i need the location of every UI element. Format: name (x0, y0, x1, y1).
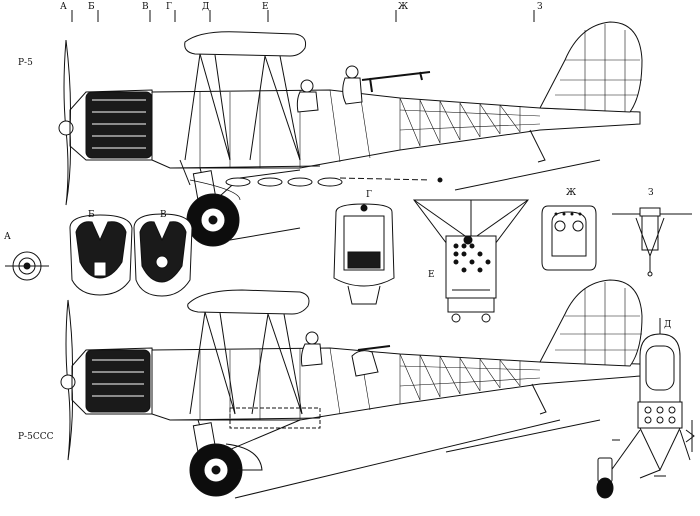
section-label-Zh: Ж (566, 188, 577, 198)
section-label-top-1: А (60, 2, 67, 12)
section-label-top-3: В (142, 2, 149, 12)
upper-wing-top (184, 31, 306, 57)
section-B-view (69, 214, 133, 296)
section-label-A: А (4, 232, 11, 242)
aircraft-r5-side-view (58, 21, 643, 247)
pilot-head (300, 79, 314, 93)
section-label-top-4: Г (166, 2, 172, 12)
section-label-B: Б (88, 210, 95, 220)
upper-wing-lower (187, 289, 310, 315)
machine-gun-upper (361, 71, 431, 93)
section-label-D: Д (664, 320, 672, 330)
section-Z-view (612, 207, 692, 277)
variant-label-r5sss: Р-5ССС (18, 432, 54, 442)
section-label-V: В (160, 210, 167, 220)
section-label-Z: З (648, 188, 654, 198)
bombs-upper (225, 177, 343, 187)
gunner-head (345, 65, 359, 79)
section-label-G: Г (366, 190, 372, 200)
tail-fin-lower (539, 279, 643, 367)
section-D-front-view (596, 318, 695, 499)
section-Zh-view (541, 205, 597, 271)
fuselage-upper (151, 89, 641, 169)
tail-fin-upper (539, 21, 643, 113)
section-label-top-8: З (537, 2, 543, 12)
section-V-view (133, 213, 193, 297)
section-G-view (333, 203, 395, 305)
section-tick-marks (71, 10, 535, 22)
variant-label-r5: Р-5 (18, 58, 33, 68)
section-label-top-7: Ж (398, 2, 409, 12)
section-label-top-6: Е (262, 2, 269, 12)
section-label-top-5: Д (202, 2, 210, 12)
gunner-lower (351, 350, 379, 377)
section-label-E: Е (428, 270, 435, 280)
engine-lower (85, 349, 151, 413)
section-label-top-2: Б (88, 2, 95, 12)
pilot-head-lower (305, 331, 319, 345)
aircraft-r5sss-side-view (60, 279, 643, 499)
section-A-view (5, 251, 49, 281)
fuselage-lower (151, 347, 641, 421)
section-E-view (413, 199, 529, 323)
